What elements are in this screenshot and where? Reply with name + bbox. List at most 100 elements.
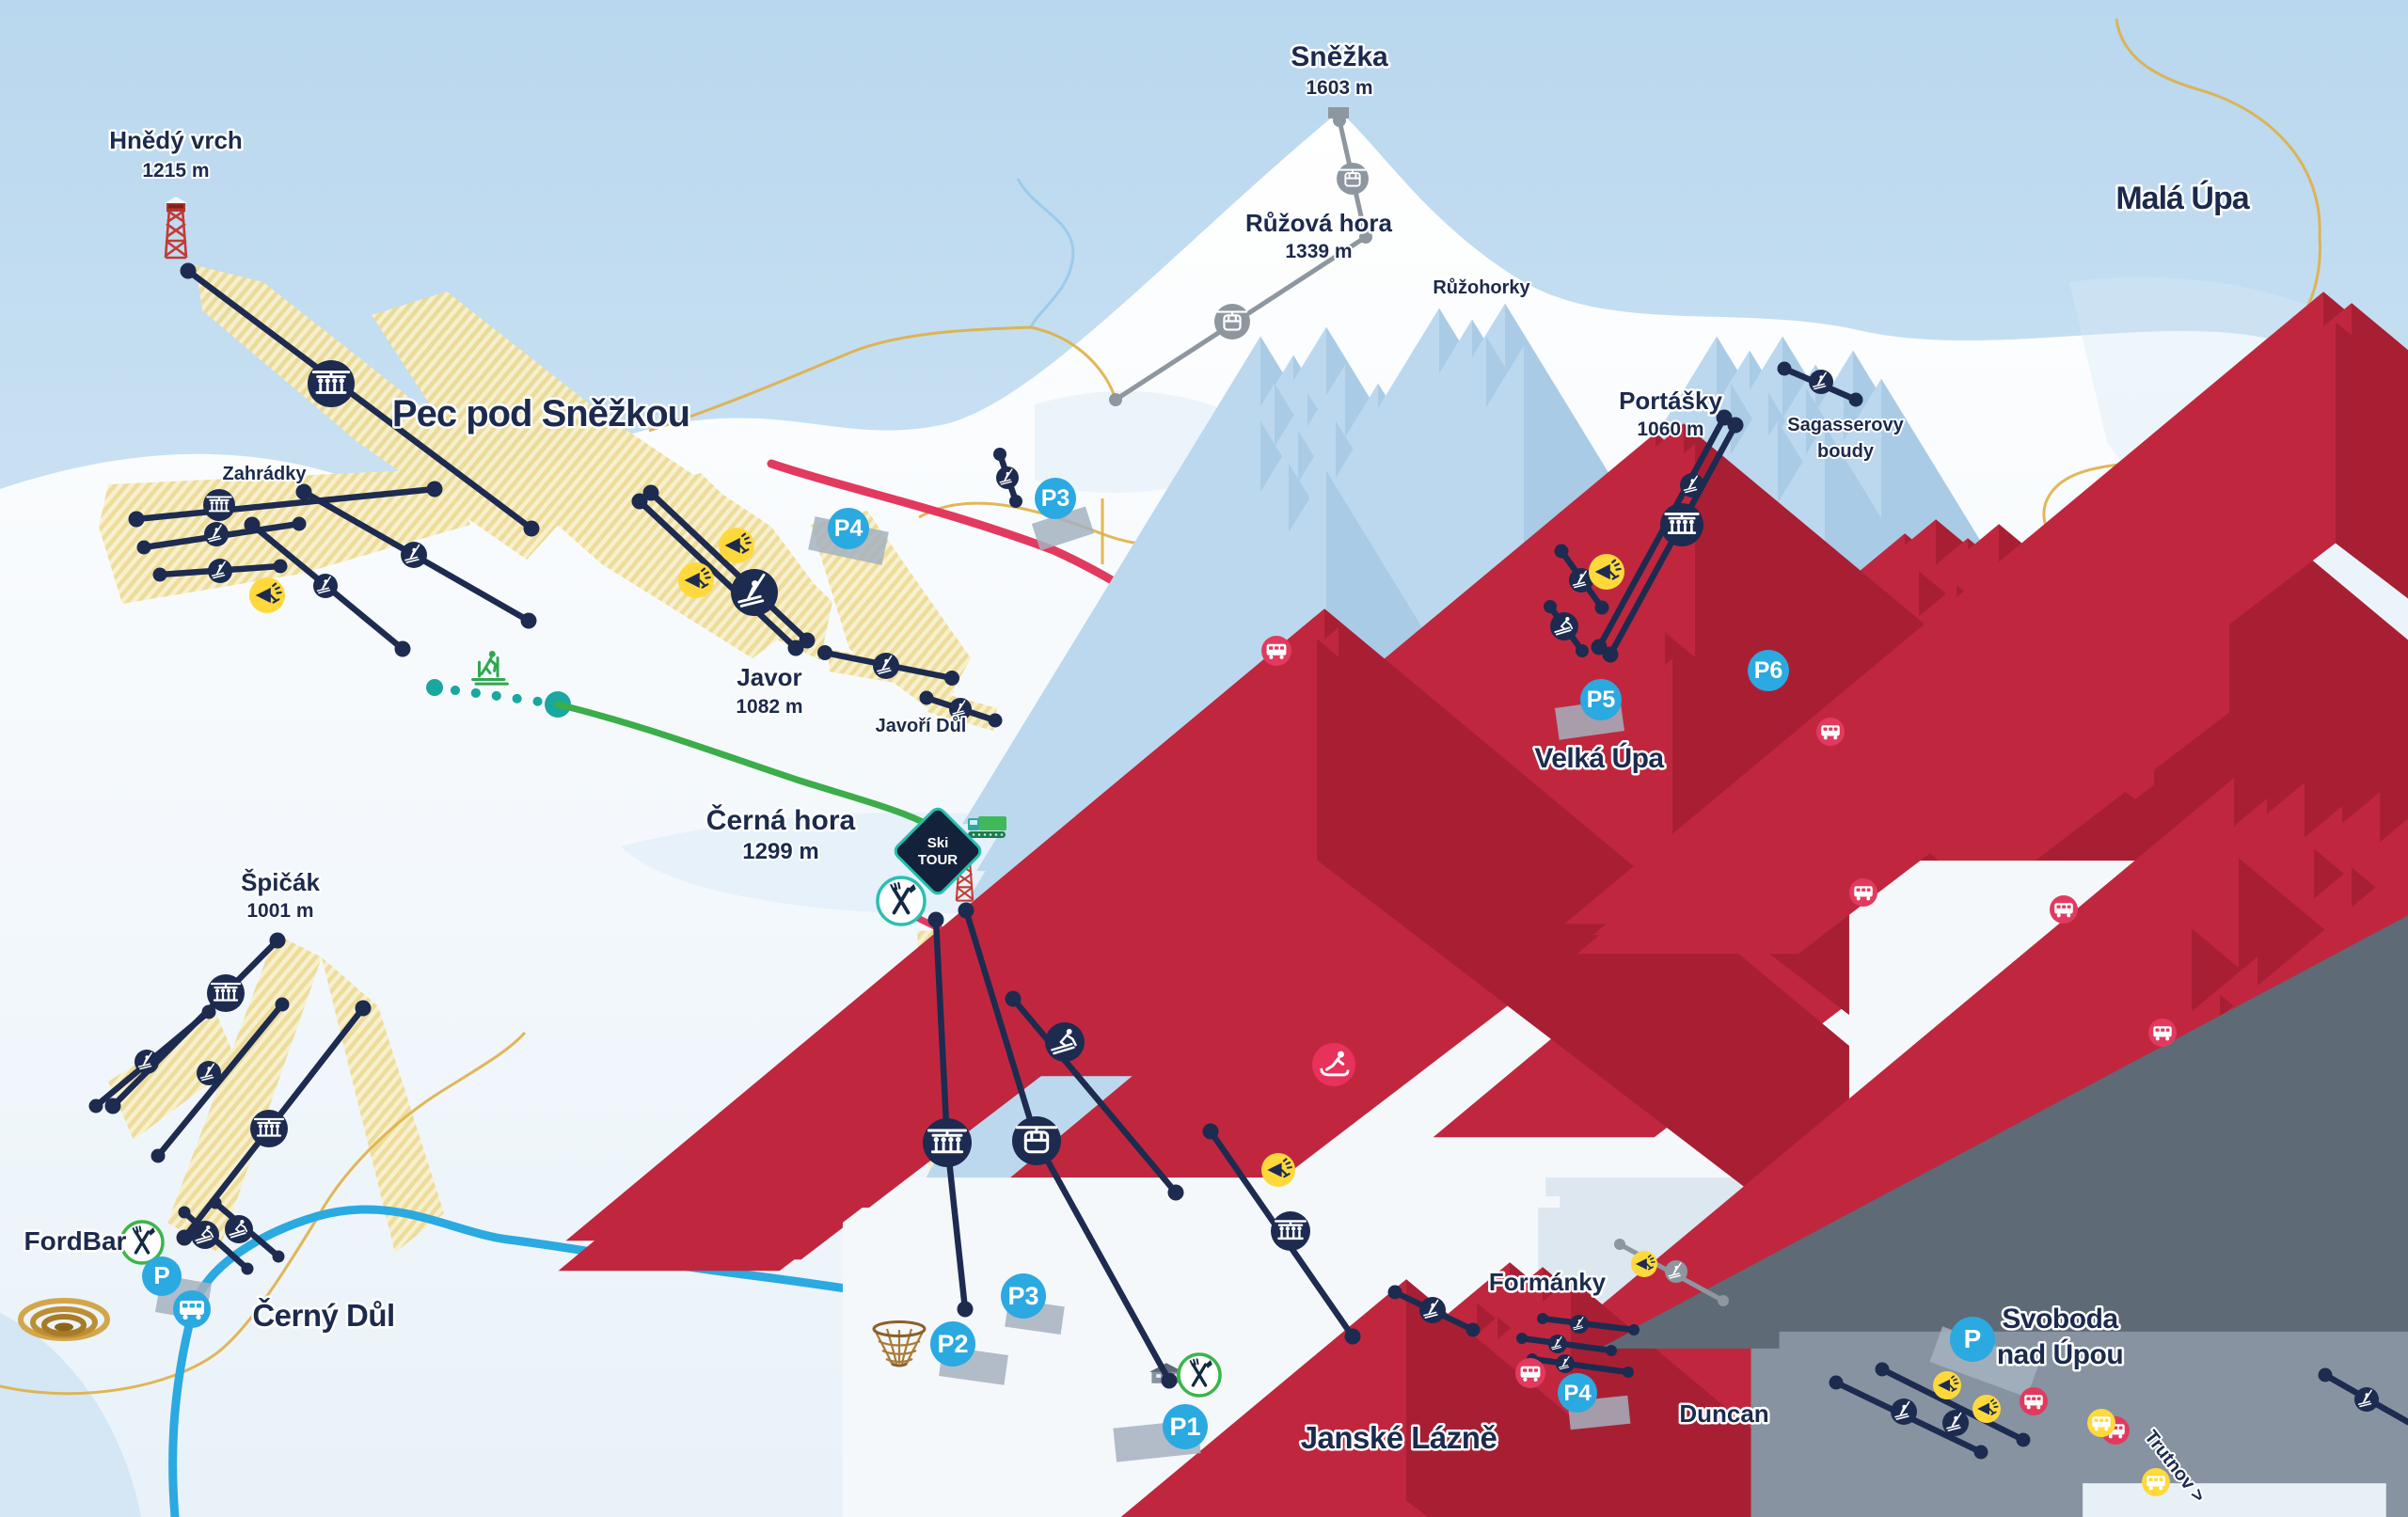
ochre-path-2 (1030, 325, 1117, 401)
label-cerna-hora-elevation: 1299 m (742, 839, 818, 864)
ochre-path-10 (316, 1031, 527, 1218)
drag-lift-icon (1891, 1398, 1917, 1425)
drag-lift-icon (1569, 568, 1593, 593)
drag-lift-icon (949, 698, 972, 720)
svg-text:P2: P2 (937, 1330, 968, 1358)
skier-icon (1550, 612, 1578, 640)
ski-tour-node (426, 679, 443, 696)
drag-lift-icon (1680, 473, 1704, 498)
ski-tour-badge-line2: TOUR (918, 852, 958, 868)
skibus-stop-icon (1515, 1358, 1545, 1388)
ski-tour-badge: Ski TOUR (894, 807, 982, 895)
ochre-path-9 (0, 1216, 320, 1396)
restaurant-icon (1177, 1352, 1222, 1398)
gondola-icon (1012, 1116, 1061, 1165)
drag-lift-icon (996, 466, 1019, 489)
quarry-spiral (18, 1298, 110, 1341)
drag-lift-icon (1570, 1315, 1589, 1334)
drag-lift-icon (208, 559, 232, 583)
piste-spicak-2 (322, 957, 444, 1253)
ochre-path-8 (2115, 18, 2321, 238)
chairlift-icon (250, 1110, 288, 1147)
chairlift-icon (1271, 1211, 1310, 1251)
landmarks (18, 196, 1006, 1367)
snow-cannon-icon (719, 528, 754, 563)
snow-cannon-icon (1589, 554, 1624, 590)
parking-marker-p3-lower: P3 (1001, 1273, 1046, 1319)
parking-marker-p3-upper: P3 (1035, 478, 1076, 519)
chairlift-icon (1660, 503, 1703, 546)
label-sagasserovy-line2: boudy (1817, 441, 1875, 462)
label-spicak: Špičák (241, 868, 320, 896)
parking-markers: P3 P4 P5 P6 P3 P2 P1 P4 P P (142, 478, 1995, 1449)
valley-shade-southwest (0, 1313, 141, 1517)
svg-text:P5: P5 (1587, 687, 1616, 713)
lift-javor-double (631, 484, 816, 656)
ochre-path-1 (648, 325, 1032, 433)
snow-cannon-icon (249, 577, 285, 613)
parking-marker-p6: P6 (1748, 650, 1789, 691)
skibus-stop-icon (2020, 1387, 2048, 1415)
svg-text:P3: P3 (1007, 1282, 1038, 1310)
drag-lift-icon (2354, 1387, 2379, 1412)
svg-text:P: P (153, 1261, 169, 1289)
drag-lift-icon (1419, 1297, 1446, 1323)
piste-spicak-3 (108, 1014, 237, 1140)
label-duncan: Duncan (1679, 1399, 1768, 1428)
creek (1016, 178, 1075, 328)
lift-icons (135, 163, 2379, 1436)
skier-icon (1045, 1022, 1085, 1062)
label-hnedy-vrch: Hnědý vrch (109, 126, 243, 154)
parking-marker-p2: P2 (930, 1321, 975, 1367)
label-snezka: Sněžka (1291, 41, 1388, 72)
svg-text:P1: P1 (1169, 1413, 1200, 1441)
label-hnedy-vrch-elevation: 1215 m (142, 160, 209, 182)
bus-stop-icon (2087, 1409, 2115, 1437)
drag-lift-icon (197, 1061, 221, 1085)
cable-car-snezka (1109, 114, 1372, 406)
drag-lift-icon (873, 653, 899, 679)
label-pec-pod-snezkou: Pec pod Sněžkou (392, 393, 689, 435)
skier-icon (191, 1221, 219, 1249)
skier-icon (225, 1215, 253, 1243)
drag-lift-icon (1556, 1354, 1575, 1373)
label-svoboda-line1: Svoboda (2002, 1304, 2118, 1335)
snow-cannons (249, 528, 2001, 1423)
lift-cerna-hora-east (1005, 990, 1184, 1201)
drag-lift-icon (1942, 1410, 1969, 1436)
lift-hnedy-vrch (180, 262, 540, 537)
chairlift-icon (923, 1118, 972, 1167)
chairlift-icon (207, 974, 245, 1012)
svg-text:P4: P4 (1563, 1381, 1592, 1406)
service-icons (119, 636, 2177, 1496)
skibus-stop-icon (173, 1290, 211, 1328)
label-janske-lazne: Janské Lázně (1301, 1420, 1497, 1455)
cable-car-icon (1337, 163, 1369, 195)
label-sagasserovy-line1: Sagasserovy (1787, 415, 1904, 435)
sledging-icon (1312, 1043, 1355, 1086)
label-fordbar: FordBar (24, 1226, 127, 1256)
label-mala-upa: Malá Úpa (2115, 181, 2250, 216)
label-zahradky: Zahrádky (223, 464, 308, 484)
drag-lift-icon-gray (1665, 1260, 1687, 1283)
parking-marker-p1: P1 (1163, 1404, 1208, 1449)
parking-pad (1031, 506, 1095, 551)
snowcat-icon (968, 816, 1006, 838)
label-javor-elevation: 1082 m (736, 696, 802, 718)
snow-cannon-icon (678, 562, 714, 598)
label-cerna-hora: Černá hora (706, 804, 856, 836)
label-velka-upa: Velká Úpa (1534, 742, 1664, 774)
parking-marker-fordbar: P (142, 1256, 182, 1296)
restaurant-icon (876, 876, 927, 926)
skibus-stop-icon (1261, 636, 1291, 666)
chairlift-icon (308, 360, 355, 407)
parking-marker-p5: P5 (1580, 679, 1622, 720)
bus-stop-icon (2142, 1468, 2170, 1496)
snow-cannon-icon (1631, 1251, 1657, 1277)
restaurant-icon (119, 1220, 165, 1265)
ski-tour-badge-line1: Ski (927, 835, 949, 851)
piste-javor-east (811, 511, 971, 717)
drag-lift-icon (204, 522, 229, 546)
drag-lift-icon (1548, 1335, 1567, 1353)
